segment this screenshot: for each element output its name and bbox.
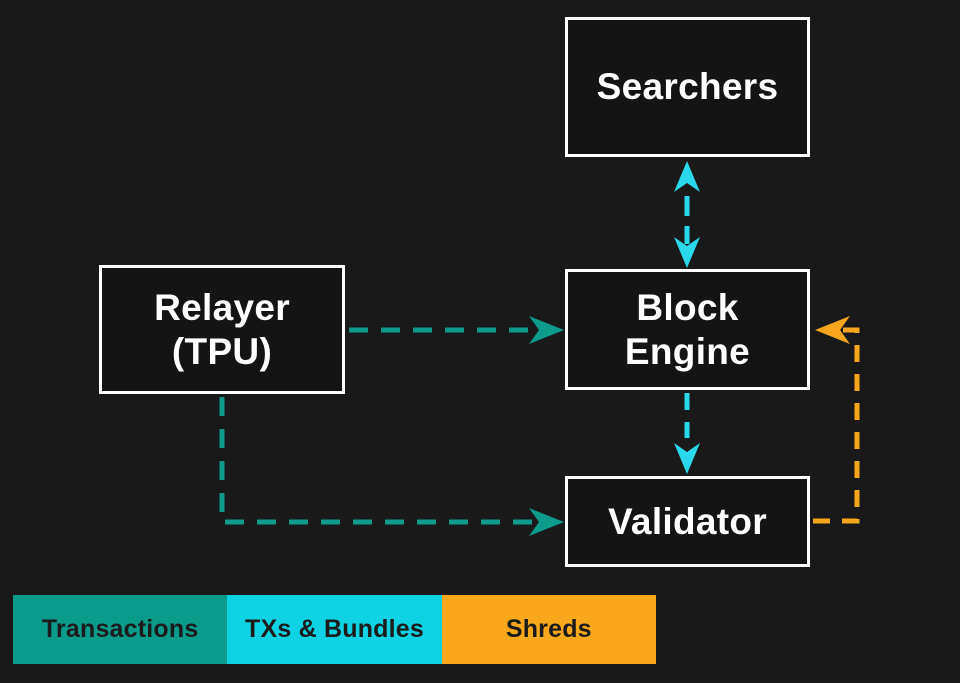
arrowhead-right-icon [529,316,564,344]
node-relayer: Relayer (TPU) [99,265,345,394]
edge-validator-block-engine [813,316,860,524]
arrowhead-down-icon [674,237,700,268]
edge-relayer-validator [219,397,564,536]
node-searchers-label: Searchers [596,66,779,108]
node-searchers: Searchers [565,17,810,157]
node-relayer-label-line1: Relayer [154,286,290,328]
node-validator: Validator [565,476,810,567]
edge-searchers-block-engine [674,161,700,268]
legend: Transactions TXs & Bundles Shreds [13,595,656,664]
arrowhead-left-icon [815,316,850,344]
node-validator-label: Validator [608,500,767,542]
node-block-engine-label-line2: Engine [624,330,751,372]
node-block-engine: Block Engine [565,269,810,390]
legend-item-txs-bundles-label: TXs & Bundles [244,615,424,643]
legend-item-shreds-label: Shreds [505,615,592,643]
arrowhead-down-icon [674,443,700,474]
legend-item-shreds: Shreds [441,595,656,664]
legend-item-transactions-label: Transactions [41,615,199,643]
legend-item-transactions: Transactions [13,595,228,664]
node-block-engine-label-line1: Block [636,286,739,328]
edge-relayer-block-engine [349,316,564,344]
arrowhead-up-icon [674,161,700,192]
legend-item-txs-bundles: TXs & Bundles [227,595,442,664]
node-relayer-label-line2: (TPU) [171,330,273,372]
edge-block-engine-validator [674,393,700,474]
arrowhead-right-icon [529,508,564,536]
